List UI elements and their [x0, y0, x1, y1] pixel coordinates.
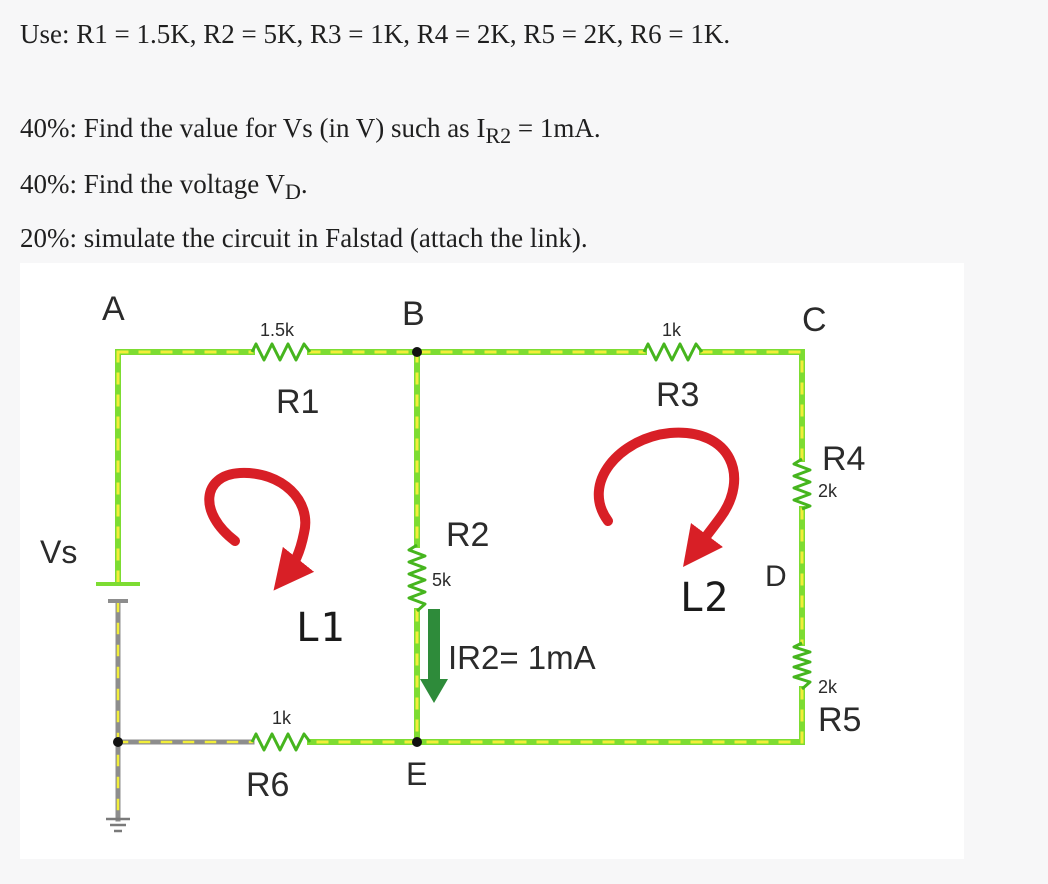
task-find-vs-subscript: R2: [485, 123, 512, 148]
task-find-vd-subscript: D: [284, 179, 301, 204]
loop-l2-arrow-icon: [593, 427, 740, 567]
circuit-figure: A B C D E Vs 1.5k R1 1k R3 R4 2k 2k R5 R…: [20, 263, 964, 859]
current-arrow-icon: [420, 609, 448, 703]
loop-label-l2: L2: [680, 575, 728, 621]
task-find-vs: 40%: Find the value for Vs (in V) such a…: [20, 112, 601, 152]
resistor-r1-label: R1: [276, 383, 319, 421]
resistor-r1-value: 1.5k: [260, 320, 295, 340]
resistor-r5-label: R5: [818, 701, 861, 739]
resistor-r3-label: R3: [656, 376, 699, 414]
resistor-r4-label: R4: [822, 440, 865, 478]
resistor-r4-zigzag: [792, 457, 812, 511]
resistor-r5-value: 2k: [818, 677, 838, 697]
current-label-ir2: IR2= 1mA: [448, 639, 596, 676]
resistor-r2-label: R2: [446, 516, 489, 554]
battery-symbol: [96, 582, 140, 603]
resistor-r1-zigzag: [250, 342, 312, 362]
resistor-r4-value: 2k: [818, 481, 838, 501]
node-label-b: B: [402, 295, 425, 333]
task-simulate-falstad: 20%: simulate the circuit in Falstad (at…: [20, 223, 588, 253]
task-find-vd: 40%: Find the voltage VD.: [20, 168, 308, 208]
resistor-r3-value: 1k: [662, 320, 682, 340]
node-label-e: E: [406, 756, 427, 792]
resistor-r6-value: 1k: [272, 708, 292, 728]
resistor-r2-zigzag: [407, 543, 427, 613]
loop-l1-arrow-icon: [204, 467, 315, 591]
node-label-c: C: [802, 301, 827, 339]
circuit-diagram: A B C D E Vs 1.5k R1 1k R3 R4 2k 2k R5 R…: [40, 290, 865, 833]
active-wires: [115, 349, 805, 745]
task-find-vs-prefix: 40%: Find the value for Vs (in V) such a…: [20, 113, 486, 143]
source-label-vs: Vs: [40, 534, 77, 570]
loop-label-l1: L1: [296, 605, 344, 651]
task-find-vd-prefix: 40%: Find the voltage V: [20, 169, 285, 199]
resistor-r5-zigzag: [792, 641, 812, 691]
component-values-line: Use: R1 = 1.5K, R2 = 5K, R3 = 1K, R4 = 2…: [20, 19, 731, 49]
resistor-r6-zigzag: [250, 732, 312, 752]
ground-wires: [115, 599, 255, 822]
resistor-r2-value: 5k: [432, 570, 452, 590]
node-dots: [113, 347, 422, 747]
ground-symbol: [106, 817, 130, 833]
resistor-r3-zigzag: [642, 342, 704, 362]
node-label-d: D: [765, 560, 787, 593]
resistor-r6-label: R6: [246, 766, 289, 804]
task-find-vd-suffix: .: [300, 169, 308, 199]
node-label-a: A: [102, 290, 125, 328]
task-find-vs-suffix: = 1mA.: [511, 113, 601, 143]
